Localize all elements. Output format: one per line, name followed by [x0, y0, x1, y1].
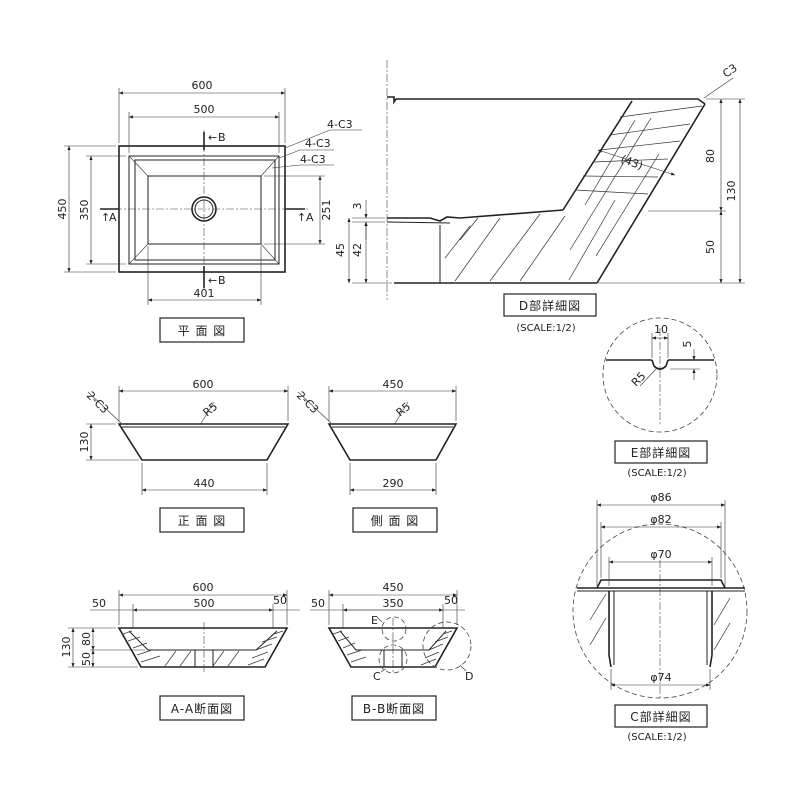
detail-d-scale: (SCALE:1/2)	[516, 323, 575, 334]
plan-width-inner: 500	[194, 103, 215, 116]
plan-view: 600 500 401 450 350 251 4-C3 4-C3 4-C3	[56, 79, 362, 305]
detail-d-title-box: D部詳細図 (SCALE:1/2)	[503, 293, 597, 334]
plan-chamfer-label-2: 4-C3	[305, 137, 331, 150]
detail-d-height-45: 45	[334, 243, 347, 257]
side-chamfer: 2-C3	[294, 389, 321, 416]
plan-height-inner: 350	[78, 200, 91, 221]
sec-b-title-box: B-B断面図	[351, 695, 437, 721]
plan-dim-251: 251	[320, 200, 333, 221]
detail-c-dia-70: φ70	[650, 548, 671, 561]
detail-e-radius: R5	[629, 370, 649, 390]
detail-c-title-box: C部詳細図 (SCALE:1/2)	[614, 704, 708, 743]
detail-c-title: C部詳細図	[630, 709, 691, 724]
detail-e-height-5: 5	[681, 341, 694, 348]
detail-d-c3: C3	[720, 61, 739, 80]
detail-d-height-50: 50	[704, 240, 717, 254]
side-width-top: 450	[383, 378, 404, 391]
sec-a-width-inner: 500	[194, 597, 215, 610]
section-a-arrow-right: ↑	[297, 211, 306, 224]
detail-c-view: φ86 φ82 φ70 φ74	[572, 491, 748, 700]
front-width-bottom: 440	[194, 477, 215, 490]
sec-b-label-d: D	[465, 670, 473, 683]
detail-e-view: 10 5 R5	[602, 317, 718, 433]
sec-a-width-top: 600	[193, 581, 214, 594]
plan-title: 平 面 図	[178, 324, 227, 338]
side-width-bottom: 290	[383, 477, 404, 490]
side-radius: R5	[394, 400, 414, 419]
detail-e-width-10: 10	[654, 323, 668, 336]
side-title-box: 側 面 図	[352, 507, 438, 533]
section-b-label-bottom: B	[218, 274, 226, 287]
sec-a-title: A-A断面図	[171, 701, 233, 716]
detail-c-dia-74: φ74	[650, 671, 671, 684]
detail-e-title: E部詳細図	[631, 445, 692, 460]
detail-d-height-42: 42	[351, 243, 364, 257]
detail-d-height-80: 80	[704, 149, 717, 163]
detail-d-height-3: 3	[351, 203, 364, 210]
front-title: 正 面 図	[178, 514, 227, 528]
detail-c-scale: (SCALE:1/2)	[627, 732, 686, 743]
sec-a-left-50: 50	[92, 597, 106, 610]
section-a-arrow-left: ↑	[101, 211, 110, 224]
section-a-label-left: A	[109, 211, 117, 224]
detail-e-scale: (SCALE:1/2)	[627, 468, 686, 479]
sec-b-title: B-B断面図	[363, 701, 425, 716]
sec-b-width-top: 450	[383, 581, 404, 594]
sec-b-width-inner: 350	[383, 597, 404, 610]
sec-a-title-box: A-A断面図	[159, 695, 245, 721]
sec-a-height-80: 80	[80, 632, 93, 646]
sec-b-label-c: C	[373, 670, 381, 683]
sec-a-height-130: 130	[60, 637, 73, 658]
front-radius: R5	[201, 400, 221, 419]
front-height: 130	[78, 432, 91, 453]
detail-d-title: D部詳細図	[519, 298, 581, 313]
plan-chamfer-label-1: 4-C3	[327, 118, 353, 131]
section-a-label-right: A	[306, 211, 314, 224]
plan-title-box: 平 面 図	[159, 317, 245, 343]
sec-b-left-50: 50	[311, 597, 325, 610]
sec-b-right-50: 50	[444, 594, 458, 607]
front-view: 600 440 130 R5 2-C3	[78, 378, 290, 495]
detail-c-dia-82: φ82	[650, 513, 671, 526]
plan-chamfer-label-3: 4-C3	[300, 153, 326, 166]
front-title-box: 正 面 図	[159, 507, 245, 533]
detail-e-title-box: E部詳細図 (SCALE:1/2)	[614, 440, 708, 479]
section-b-arrow-top: ←	[208, 131, 217, 144]
plan-width-bottom: 401	[194, 287, 215, 300]
detail-d-43: (43)	[619, 153, 645, 173]
section-a-view: 600 500 50 50 130 80 50	[60, 581, 300, 672]
section-b-view: E C D 450 350 50 50	[310, 581, 473, 683]
detail-d-height-130: 130	[725, 181, 738, 202]
front-chamfer: 2-C3	[84, 389, 111, 416]
side-title: 側 面 図	[371, 514, 420, 528]
plan-width-outer: 600	[192, 79, 213, 92]
sec-a-height-50: 50	[80, 652, 93, 666]
detail-d-view: C3 (43) 80 50 130 3 42 45	[334, 60, 745, 300]
sec-b-label-e: E	[371, 614, 378, 627]
front-width-top: 600	[193, 378, 214, 391]
side-view: 450 290 R5 2-C3	[294, 378, 458, 495]
section-b-arrow-bottom: ←	[208, 274, 217, 287]
plan-height-outer: 450	[56, 199, 69, 220]
sec-a-right-50: 50	[273, 594, 287, 607]
detail-c-dia-86: φ86	[650, 491, 671, 504]
section-b-label-top: B	[218, 131, 226, 144]
